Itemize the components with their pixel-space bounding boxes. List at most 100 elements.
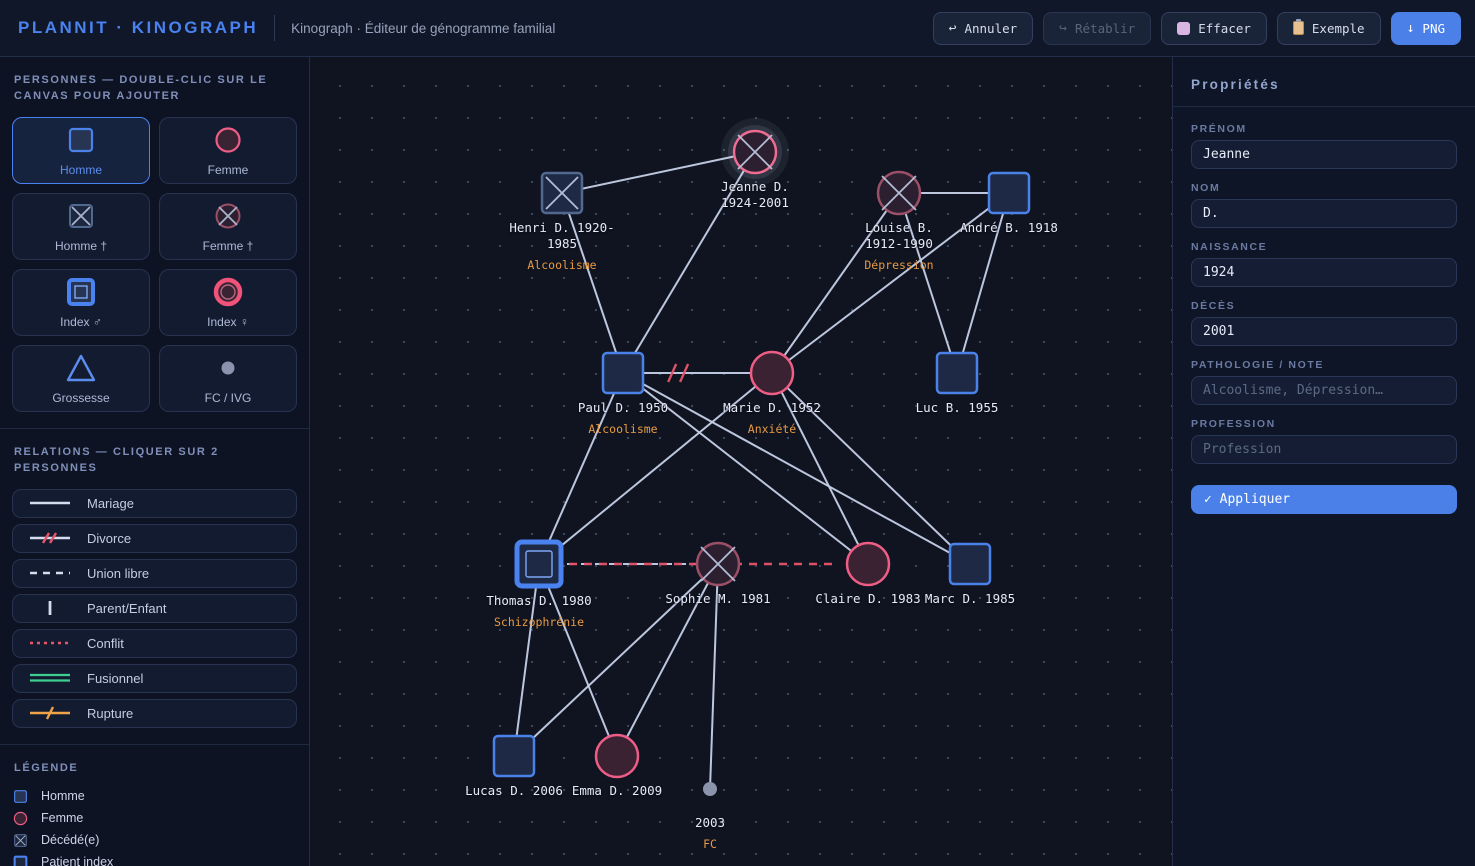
- person-label-marie: Marie D. 1952: [723, 400, 821, 415]
- undo-button[interactable]: ↩Annuler: [932, 11, 1034, 45]
- relation-tool-union[interactable]: Union libre: [12, 558, 297, 588]
- nom-input[interactable]: [1191, 199, 1457, 228]
- edge-enfant-paul-claire: [622, 372, 869, 565]
- tool-index-m[interactable]: Index ♂: [12, 268, 150, 336]
- edge-mariage-henri-jeanne: [561, 151, 756, 194]
- tool-homme[interactable]: Homme: [12, 116, 150, 184]
- line-dashed-icon: [30, 571, 70, 575]
- redo-button[interactable]: ↪Rétablir: [1043, 11, 1152, 45]
- person-node-marc[interactable]: [948, 542, 992, 586]
- field-prenom: Prénom: [1191, 123, 1457, 169]
- genogram-scene: [492, 118, 1031, 796]
- clear-button[interactable]: Effacer: [1161, 11, 1267, 45]
- properties-fields: PrénomNomNaissanceDécèsPathologie / Note…: [1191, 123, 1457, 477]
- undo-icon: ↩: [948, 20, 957, 36]
- relation-tool-rupture[interactable]: Rupture: [12, 698, 297, 728]
- person-node-emma[interactable]: [594, 733, 640, 779]
- download-icon: ↓: [1406, 20, 1415, 36]
- field-label: Prénom: [1191, 123, 1247, 135]
- button-label: Exemple: [1311, 20, 1365, 36]
- relation-tool-divorce[interactable]: Divorce: [12, 523, 297, 553]
- edge-divorce-paul-marie: [623, 363, 772, 383]
- square-index-icon: [67, 277, 95, 306]
- edge-enfant-paul-thomas: [538, 372, 624, 565]
- person-node-sophie[interactable]: [695, 541, 741, 587]
- tool-index-f[interactable]: Index ♀: [159, 268, 297, 336]
- edge-enfant-marie-thomas: [538, 372, 773, 565]
- circle-icon: [215, 127, 241, 153]
- person-label-louise: Louise B. 1912-1990: [865, 220, 933, 252]
- edge-enfant-sophie-fc1: [709, 563, 719, 790]
- line-vertical-icon: [48, 601, 52, 616]
- legend-label: Décédé(e): [41, 833, 100, 848]
- relation-tool-parent[interactable]: Parent/Enfant: [12, 593, 297, 623]
- relation-tool-mariage[interactable]: Mariage: [12, 488, 297, 518]
- person-label-andre: André B. 1918: [960, 220, 1058, 235]
- person-note-paul: Alcoolisme: [588, 422, 658, 436]
- legend-item: Homme: [12, 789, 297, 804]
- person-node-fc1[interactable]: [703, 782, 717, 796]
- tool-grossesse[interactable]: Grossesse: [12, 344, 150, 412]
- section-divider: [0, 743, 309, 745]
- edge-enfant-sophie-emma: [616, 563, 719, 757]
- relation-tool-conflit[interactable]: Conflit: [12, 628, 297, 658]
- relations-section-header: Relations — cliquer sur 2 personnes: [14, 445, 219, 474]
- field-nom: Nom: [1191, 182, 1457, 228]
- person-node-paul[interactable]: [601, 351, 645, 395]
- legend-label: Femme: [41, 811, 84, 826]
- person-label-claire: Claire D. 1983: [815, 591, 921, 606]
- apply-button[interactable]: ✓ Appliquer: [1191, 485, 1457, 514]
- clipboard-icon: [1292, 19, 1304, 35]
- person-node-luc[interactable]: [935, 351, 979, 395]
- person-note-marie: Anxiété: [747, 422, 797, 436]
- person-node-lucas[interactable]: [492, 734, 536, 778]
- edge-enfant-sophie-lucas: [513, 563, 719, 757]
- person-node-louise[interactable]: [876, 170, 922, 216]
- field-label: Décès: [1191, 300, 1236, 312]
- redo-icon: ↪: [1059, 20, 1067, 36]
- field-pathologie: Pathologie / Note: [1191, 359, 1457, 405]
- tool-label: Index ♀: [207, 314, 249, 329]
- tool-label: Homme: [59, 162, 102, 177]
- person-note-henri: Alcoolisme: [527, 258, 597, 272]
- png-button[interactable]: ↓PNG: [1390, 11, 1461, 45]
- persons-section-header: Personnes — double-clic sur le canvas po…: [14, 74, 268, 102]
- person-node-jeanne[interactable]: [721, 118, 789, 186]
- pathologie-input[interactable]: [1191, 376, 1457, 405]
- prenom-input[interactable]: [1191, 140, 1457, 169]
- person-node-claire[interactable]: [845, 541, 891, 587]
- person-label-sophie: Sophie M. 1981: [665, 591, 771, 606]
- example-button[interactable]: Exemple: [1276, 11, 1381, 45]
- profession-input[interactable]: [1191, 435, 1457, 464]
- relation-tool-fusionnel[interactable]: Fusionnel: [12, 663, 297, 693]
- person-node-andre[interactable]: [987, 171, 1031, 215]
- edge-enfant-andre-marie: [771, 192, 1010, 374]
- person-node-marie[interactable]: [749, 350, 795, 396]
- circle-icon: [13, 811, 28, 825]
- topbar: PLANNIT · KINOGRAPH Kinograph · Éditeur …: [0, 0, 1475, 57]
- deces-input[interactable]: [1191, 317, 1457, 346]
- person-label-paul: Paul D. 1950: [577, 400, 669, 415]
- person-label-emma: Emma D. 2009: [571, 783, 663, 798]
- tool-femme-dcd[interactable]: Femme †: [159, 192, 297, 260]
- person-node-thomas[interactable]: [514, 539, 564, 589]
- naissance-input[interactable]: [1191, 258, 1457, 287]
- dot-icon: [221, 361, 235, 375]
- line-solid-icon: [30, 501, 70, 505]
- edge-enfant-marie-claire: [771, 372, 869, 565]
- person-node-henri[interactable]: [540, 171, 584, 215]
- tool-femme[interactable]: Femme: [159, 116, 297, 184]
- app-subtitle: Kinograph · Éditeur de génogramme famili…: [291, 20, 556, 36]
- person-note-louise: Dépression: [864, 258, 934, 272]
- relation-label: Rupture: [87, 705, 134, 721]
- edge-enfant-thomas-emma: [538, 563, 618, 757]
- tool-label: FC / IVG: [204, 390, 252, 405]
- person-label-luc: Luc B. 1955: [915, 400, 999, 415]
- tool-homme-dcd[interactable]: Homme †: [12, 192, 150, 260]
- tool-fc-ivg[interactable]: FC / IVG: [159, 344, 297, 412]
- app-logo: PLANNIT · KINOGRAPH: [18, 18, 259, 37]
